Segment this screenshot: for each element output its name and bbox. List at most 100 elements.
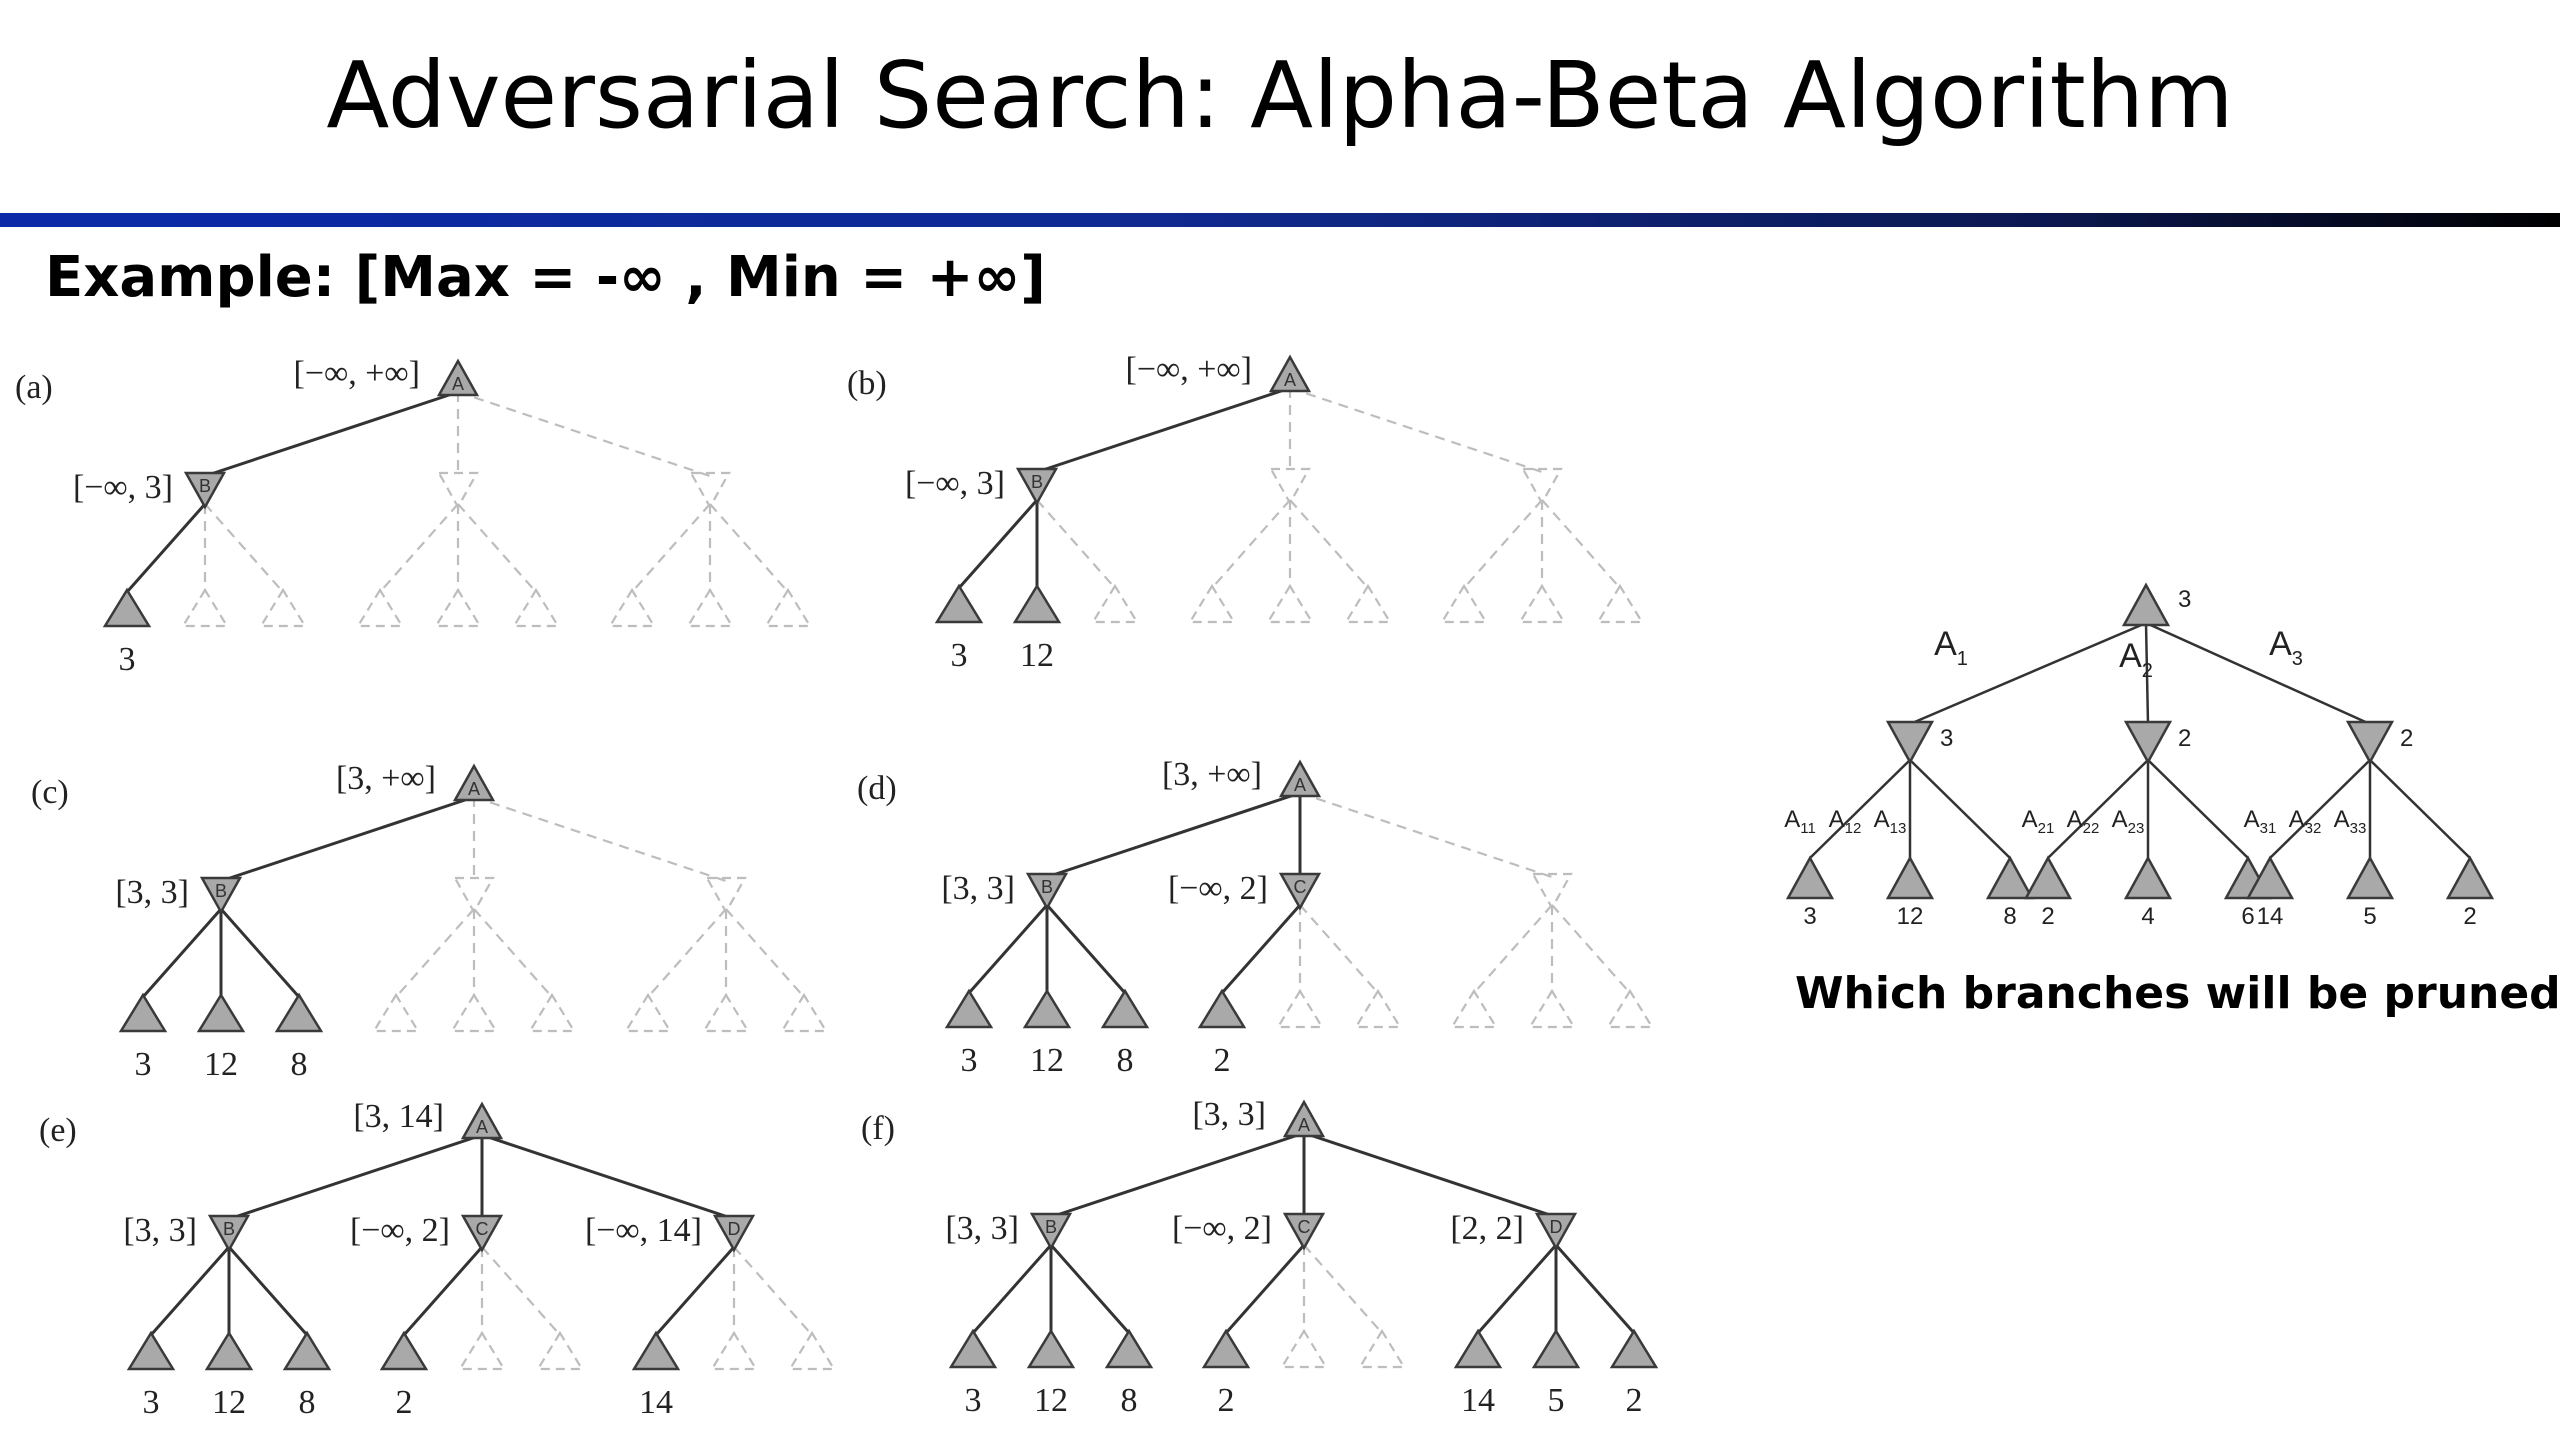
- tree-edge: [647, 908, 727, 998]
- node-id: B: [223, 1219, 235, 1239]
- leaf-node: [1354, 988, 1402, 1029]
- tree-edge: [457, 390, 711, 478]
- root-bounds: [−∞, +∞]: [294, 355, 420, 392]
- leaf-node: [1531, 1328, 1581, 1369]
- leaf-node: [702, 992, 750, 1033]
- leaf-value: 12: [204, 1046, 238, 1083]
- leaf-value: 3: [1803, 903, 1816, 930]
- branch-label-sub: 2: [2142, 660, 2153, 682]
- tree-edge: [1476, 1244, 1558, 1334]
- tree-edge: [395, 908, 475, 998]
- tree-edge: [971, 1244, 1053, 1334]
- min-node: [1282, 1212, 1326, 1251]
- min-bounds: [−∞, 2]: [1172, 1210, 1272, 1247]
- max-node: [1282, 1099, 1326, 1138]
- tree-edge: [379, 503, 459, 593]
- leaf-node: [379, 1330, 429, 1371]
- leaf-node: [282, 1330, 332, 1371]
- tree-edge: [1220, 904, 1302, 994]
- tree-edge: [1909, 759, 2011, 859]
- leaf-branch-label: A22: [2067, 806, 2100, 837]
- tree-edge: [725, 908, 805, 998]
- tree-edge: [1909, 621, 2147, 726]
- tree-edge: [1224, 1244, 1306, 1334]
- leaf-node: [631, 1330, 681, 1371]
- leaf-node: [1453, 1328, 1503, 1369]
- branch-label: A1: [1934, 625, 1968, 670]
- tree-edge: [228, 1133, 483, 1221]
- tree-edge: [1303, 1131, 1557, 1219]
- leaf-node: [434, 587, 482, 628]
- tree-edge: [2047, 759, 2149, 859]
- leaf-node: [1091, 583, 1139, 624]
- leaf-node: [512, 587, 560, 628]
- leaf-node: [1450, 988, 1498, 1029]
- tree-edge: [1299, 791, 1553, 879]
- panel-letter: (a): [15, 369, 53, 406]
- min-bounds: [3, 3]: [123, 1212, 197, 1249]
- node-id: B: [1031, 472, 1043, 492]
- leaf-node: [608, 587, 656, 628]
- leaf-node: [1358, 1328, 1406, 1369]
- tree-edge: [473, 795, 727, 883]
- tree-edge: [2145, 621, 2371, 726]
- leaf-branch-label-sub: 23: [2128, 820, 2145, 837]
- min-node: [689, 471, 731, 510]
- leaf-value: 8: [1117, 1042, 1134, 1079]
- leaf-value: 3: [961, 1042, 978, 1079]
- panel-letter: (e): [39, 1112, 77, 1149]
- leaf-node: [1104, 1328, 1154, 1369]
- leaf-node: [764, 587, 812, 628]
- leaf-branch-label-sub: 13: [1890, 820, 1907, 837]
- tree-edge: [402, 1246, 484, 1336]
- leaf-value: 4: [2141, 903, 2154, 930]
- leaf-node: [204, 1330, 254, 1371]
- leaf-value: 8: [1121, 1382, 1138, 1419]
- leaf-node: [2245, 855, 2295, 900]
- leaf-value: 12: [1030, 1042, 1064, 1079]
- leaf-node: [1609, 1328, 1659, 1369]
- leaf-value: 8: [299, 1384, 316, 1421]
- leaf-node: [274, 992, 324, 1033]
- node-id: C: [476, 1219, 489, 1239]
- min-node: [712, 1214, 756, 1253]
- tree-edge: [1554, 1244, 1636, 1334]
- leaf-node: [2023, 855, 2073, 900]
- node-id: B: [215, 881, 227, 901]
- min-node: [199, 876, 243, 915]
- leaf-node: [450, 992, 498, 1033]
- leaf-node: [1100, 988, 1150, 1029]
- node-id: B: [1045, 1217, 1057, 1237]
- tree-edge: [1036, 386, 1291, 474]
- tree-edge: [2269, 759, 2371, 859]
- branch-label-sub: 1: [1957, 648, 1968, 670]
- leaf-branch-label-sub: 33: [2350, 820, 2367, 837]
- panel-letter: (b): [847, 365, 887, 402]
- min-node: [437, 471, 479, 510]
- tree-edge: [125, 503, 207, 593]
- tree-edge: [2144, 622, 2150, 725]
- tree-edge: [1303, 1244, 1383, 1334]
- leaf-node: [780, 992, 828, 1033]
- root-bounds: [−∞, +∞]: [1126, 351, 1252, 388]
- max-node: [2121, 582, 2171, 627]
- leaf-value: 8: [291, 1046, 308, 1083]
- leaf-value: 3: [135, 1046, 152, 1083]
- tree-edge: [141, 908, 223, 998]
- leaf-value: 5: [2363, 903, 2376, 930]
- leaf-value: 6: [2241, 903, 2254, 930]
- tree-edge: [654, 1246, 736, 1336]
- leaf-value: 14: [2257, 903, 2284, 930]
- leaf-node: [1785, 855, 1835, 900]
- max-node: [1278, 759, 1322, 798]
- leaf-value: 3: [119, 641, 136, 678]
- leaf-value: 2: [2463, 903, 2476, 930]
- leaf-node: [536, 1330, 584, 1371]
- tree-edge: [220, 795, 475, 883]
- tree-edge: [149, 1246, 231, 1336]
- leaf-node: [126, 1330, 176, 1371]
- leaf-branch-label: A11: [1784, 806, 1816, 837]
- leaf-value: 14: [639, 1384, 673, 1421]
